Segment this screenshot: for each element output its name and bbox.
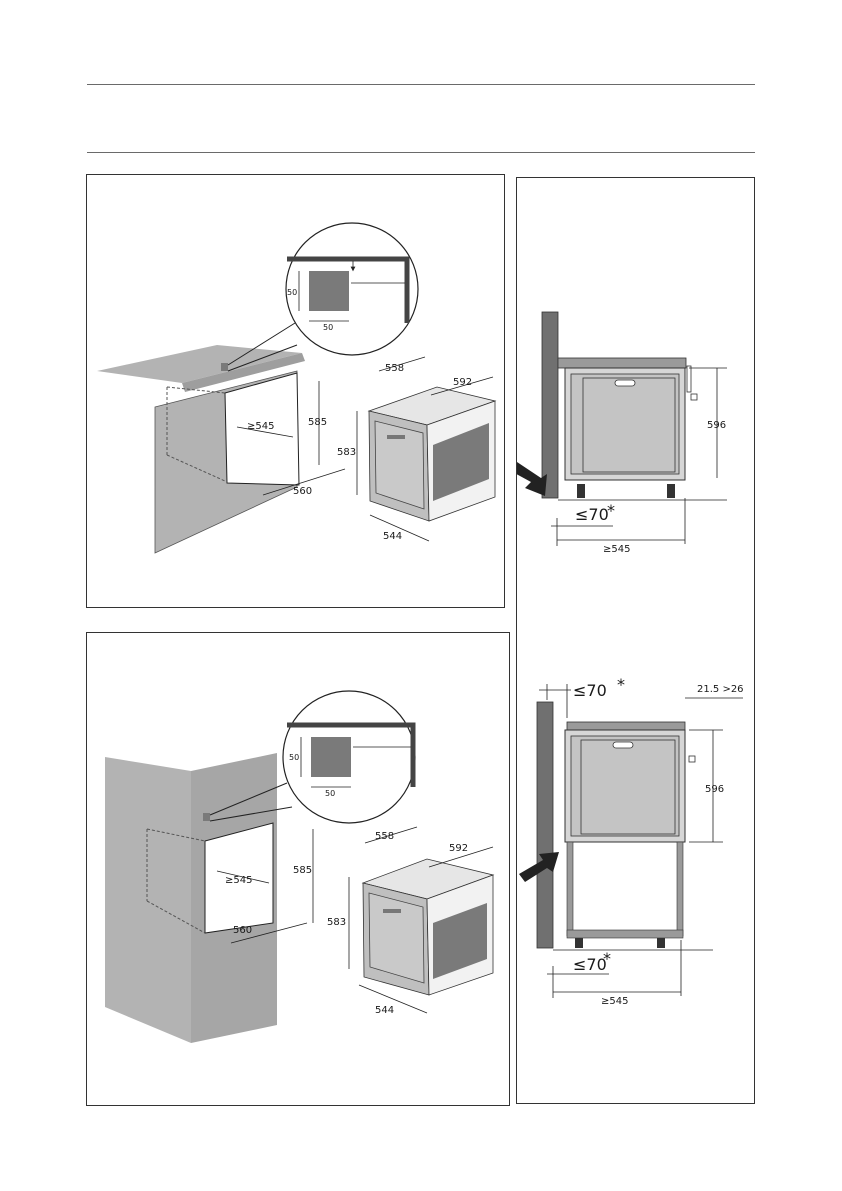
column-oven-depth-top-label: 592 [449,843,468,854]
bottom-oven-knob [689,756,695,762]
oven-depth-top-label: 592 [453,377,472,388]
bottom-height-label: 596 [705,784,724,795]
top-foot-right [667,484,675,498]
oven-handle [387,435,405,439]
column-oven-handle [383,909,401,913]
bottom-gap-top-asterisk: * [617,675,625,694]
bottom-oven-handle [613,742,633,748]
column-detail-vent-width-label: 50 [325,789,335,798]
column-detail-vent-height-label: 50 [289,753,299,762]
column-detail-vent-square [311,737,351,777]
bottom-oven-door [571,736,679,836]
bottom-gap-top-label: ≤70 [573,681,607,700]
top-height-label: 596 [707,420,726,431]
top-wall-panel [542,312,558,498]
panel-column-installation: 50 50 ≥545 585 560 558 592 583 544 [86,632,510,1106]
top-oven-side-strip [687,366,691,392]
bottom-depth-label: ≥545 [601,996,628,1007]
top-depth-label: ≥545 [603,544,630,555]
bottom-panel-thickness-label: 21.5 >26 [697,684,744,695]
header-rule-top [87,84,755,85]
top-oven-knob [691,394,697,400]
vent-detail-circle [286,223,418,355]
oven-width-top-label: 558 [385,363,404,374]
top-gap-asterisk: * [607,501,615,520]
side-section-diagram: 596 ≤70 * ≥545 ≤70 * 21.5 >26 596 [517,178,756,1105]
vent-hole [221,363,228,371]
column-diagram: 50 50 ≥545 585 560 558 592 583 544 [87,633,511,1107]
column-niche-height-label: 585 [293,865,312,876]
bottom-cabinet-left [567,842,573,936]
bottom-gap-bottom-label: ≤70 [573,955,607,974]
bottom-foot-right [657,938,665,948]
oven-height-label: 583 [337,447,356,458]
oven-width-bottom-label: 544 [383,531,402,542]
column-oven-width-bottom-label: 544 [375,1005,394,1016]
column-cabinet-left [105,757,191,1043]
header-rule-bottom [87,152,755,153]
top-foot-left [577,484,585,498]
top-oven-handle [615,380,635,386]
niche-depth-label: ≥545 [247,421,274,432]
column-oven-door [369,893,424,983]
bottom-cabinet-right [677,842,683,936]
column-oven-width-top-label: 558 [375,831,394,842]
detail-vent-square [309,271,349,311]
detail-vent-height-label: 50 [287,288,297,297]
undercounter-diagram: 50 50 ≥545 585 560 558 592 583 544 [87,175,506,609]
column-oven-height-label: 583 [327,917,346,928]
niche-width-label: 560 [293,486,312,497]
bottom-top-board [567,722,685,730]
detail-vent-width-label: 50 [323,323,333,332]
bottom-cabinet-base [567,930,683,938]
niche-height-label: 585 [308,417,327,428]
top-oven-door [571,374,679,474]
column-niche-width-label: 560 [233,925,252,936]
panel-undercounter-installation: 50 50 ≥545 585 560 558 592 583 544 [86,174,505,608]
column-vent-hole [203,813,210,821]
column-niche-depth-label: ≥545 [225,875,252,886]
bottom-gap-bottom-asterisk: * [603,949,611,968]
panel-side-sections: 596 ≤70 * ≥545 ≤70 * 21.5 >26 596 [516,177,755,1104]
top-gap-label: ≤70 [575,505,609,524]
bottom-foot-left [575,938,583,948]
bottom-wall-panel [537,702,553,948]
top-worktop [558,358,686,368]
